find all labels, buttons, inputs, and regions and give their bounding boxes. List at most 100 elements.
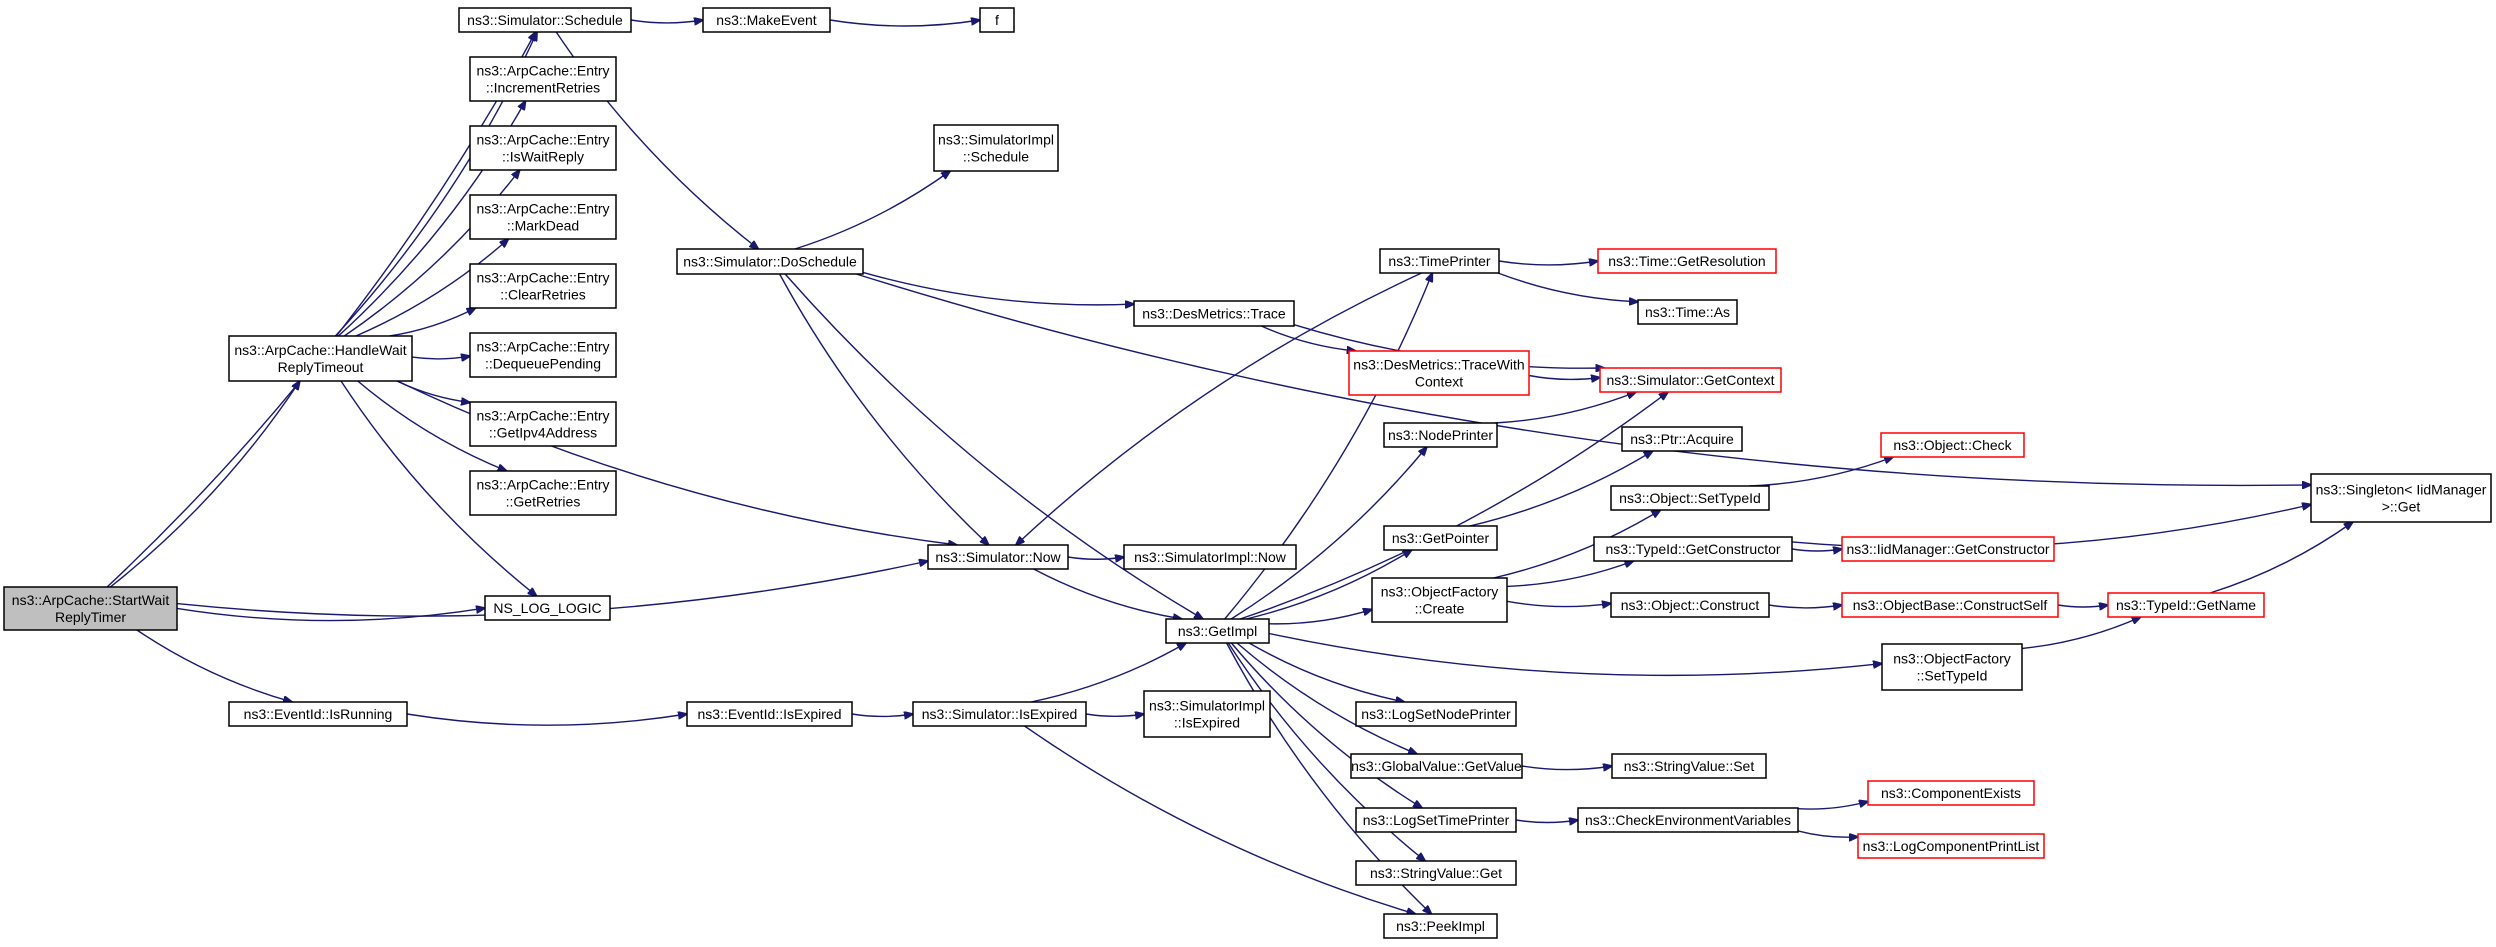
node-label: ::SetTypeId — [1917, 668, 1988, 684]
node-logcomponentprintlist[interactable]: ns3::LogComponentPrintList — [1857, 833, 2045, 859]
node-label: ns3::ArpCache::Entry — [476, 201, 609, 217]
node-nodeprinter[interactable]: ns3::NodePrinter — [1383, 422, 1498, 448]
node-label: ns3::GetImpl — [1178, 623, 1257, 639]
edge-timeprinter-to-simnow — [1016, 272, 1422, 545]
node-globalvalue[interactable]: ns3::GlobalValue::GetValue — [1350, 753, 1523, 779]
node-doschedule[interactable]: ns3::Simulator::DoSchedule — [676, 248, 864, 275]
edge-objfactorycreate-to-objconstruct — [1506, 601, 1611, 606]
node-label: f — [995, 12, 999, 28]
node-box — [1610, 592, 1770, 618]
node-box — [912, 701, 1087, 727]
node-objectcheck[interactable]: ns3::Object::Check — [1880, 432, 2025, 458]
node-objfactorysettypeid[interactable]: ns3::ObjectFactory::SetTypeId — [1881, 643, 2023, 691]
node-stringvalueset[interactable]: ns3::StringValue::Set — [1611, 753, 1767, 779]
node-schedule[interactable]: ns3::Simulator::Schedule — [458, 7, 632, 33]
node-label: ns3::ComponentExists — [1881, 785, 2021, 801]
node-box — [1355, 701, 1517, 727]
node-label: ns3::Time::As — [1645, 304, 1730, 320]
node-label: ::ClearRetries — [500, 287, 586, 303]
edge-getimpl-to-getpointer — [1246, 550, 1411, 620]
edge-logsettimeprinter-to-checkenv — [1515, 820, 1578, 823]
node-label: ::DequeuePending — [485, 356, 601, 372]
node-getipv4[interactable]: ns3::ArpCache::Entry::GetIpv4Address — [469, 401, 617, 447]
node-label: ns3::MakeEvent — [716, 12, 816, 28]
node-getresolution[interactable]: ns3::Time::GetResolution — [1597, 248, 1777, 274]
node-settypeid[interactable]: ns3::Object::SetTypeId — [1610, 485, 1770, 511]
edge-simisexpired-to-peekimpl — [1024, 725, 1416, 914]
node-getcontext[interactable]: ns3::Simulator::GetContext — [1599, 367, 1782, 393]
node-componentexists[interactable]: ns3::ComponentExists — [1867, 780, 2035, 806]
node-simimplisexpired[interactable]: ns3::SimulatorImpl::IsExpired — [1143, 690, 1271, 738]
node-timeprinter[interactable]: ns3::TimePrinter — [1379, 248, 1500, 274]
node-eventidrunning[interactable]: ns3::EventId::IsRunning — [228, 701, 408, 727]
node-objconstruct[interactable]: ns3::Object::Construct — [1610, 592, 1770, 618]
node-label: ns3::ArpCache::Entry — [476, 270, 609, 286]
node-getretries[interactable]: ns3::ArpCache::Entry::GetRetries — [469, 470, 617, 516]
edge-doschedule-to-simimplschedule — [794, 171, 950, 250]
edge-simisexpired-to-getimpl — [1030, 643, 1186, 703]
node-label: ns3::Simulator::Schedule — [467, 12, 623, 28]
edge-handlewait-to-dequeue — [411, 356, 470, 359]
node-peekimpl[interactable]: ns3::PeekImpl — [1383, 913, 1498, 939]
node-label: ns3::ArpCache::StartWait — [12, 592, 170, 608]
node-f[interactable]: f — [979, 7, 1015, 33]
edge-handlewait-to-markdead — [355, 239, 509, 337]
node-simimplschedule[interactable]: ns3::SimulatorImpl::Schedule — [933, 124, 1059, 172]
edge-getimpl-to-logsetnodeprinter — [1248, 642, 1404, 702]
node-getpointer[interactable]: ns3::GetPointer — [1383, 525, 1498, 551]
node-simisexpired[interactable]: ns3::Simulator::IsExpired — [912, 701, 1087, 727]
node-label: ns3::Simulator::DoSchedule — [683, 254, 857, 270]
node-simimplnow[interactable]: ns3::SimulatorImpl::Now — [1123, 544, 1297, 570]
node-logsetnodeprinter[interactable]: ns3::LogSetNodePrinter — [1355, 701, 1517, 727]
node-box — [1355, 807, 1517, 833]
node-checkenv[interactable]: ns3::CheckEnvironmentVariables — [1577, 807, 1799, 833]
node-label: ns3::LogSetNodePrinter — [1361, 706, 1511, 722]
node-box — [1880, 432, 2025, 458]
node-box — [1371, 577, 1508, 623]
node-label: ns3::DesMetrics::Trace — [1142, 306, 1286, 322]
node-typeidgetname[interactable]: ns3::TypeId::GetName — [2107, 592, 2265, 618]
edge-doschedule-to-simnow — [778, 273, 989, 545]
edge-objfactorycreate-to-settypeid — [1493, 510, 1661, 579]
node-box — [1383, 913, 1498, 939]
node-constructself[interactable]: ns3::ObjectBase::ConstructSelf — [1841, 592, 2059, 618]
node-label: ns3::NodePrinter — [1388, 427, 1493, 443]
node-label: ::Schedule — [963, 149, 1029, 165]
node-label: ns3::ArpCache::Entry — [476, 477, 609, 493]
node-logsettimeprinter[interactable]: ns3::LogSetTimePrinter — [1355, 807, 1517, 833]
node-iidgetconstructor[interactable]: ns3::IidManager::GetConstructor — [1841, 536, 2055, 562]
node-getconstructor[interactable]: ns3::TypeId::GetConstructor — [1593, 536, 1793, 562]
node-eventidexpired[interactable]: ns3::EventId::IsExpired — [686, 701, 853, 727]
node-label: ns3::ArpCache::Entry — [476, 63, 609, 79]
node-label: ::GetRetries — [506, 494, 581, 510]
node-box — [1355, 860, 1517, 886]
node-clearretries[interactable]: ns3::ArpCache::Entry::ClearRetries — [469, 263, 617, 309]
node-box — [1597, 248, 1777, 274]
node-stringvalueget[interactable]: ns3::StringValue::Get — [1355, 860, 1517, 886]
node-dequeue[interactable]: ns3::ArpCache::Entry::DequeuePending — [469, 332, 617, 378]
node-markdead[interactable]: ns3::ArpCache::Entry::MarkDead — [469, 194, 617, 240]
node-box — [1599, 367, 1782, 393]
node-getimpl[interactable]: ns3::GetImpl — [1165, 618, 1270, 644]
node-singleton[interactable]: ns3::Singleton< IidManager>::Get — [2310, 473, 2492, 523]
node-desmetricstrace[interactable]: ns3::DesMetrics::Trace — [1133, 300, 1295, 327]
node-box — [469, 470, 617, 516]
node-box — [1383, 422, 1498, 448]
edge-getpointer-to-ptracquire — [1469, 451, 1653, 527]
node-nslog[interactable]: NS_LOG_LOGIC — [484, 595, 611, 621]
node-simnow[interactable]: ns3::Simulator::Now — [927, 544, 1069, 570]
node-makeevent[interactable]: ns3::MakeEvent — [702, 7, 831, 33]
edge-constructself-to-typeidgetname — [2057, 605, 2108, 607]
node-timeas[interactable]: ns3::Time::As — [1637, 299, 1738, 325]
edge-getimpl-to-getcontext — [1239, 392, 1668, 620]
node-box — [1621, 426, 1743, 452]
node-incretries[interactable]: ns3::ArpCache::Entry::IncrementRetries — [469, 56, 617, 102]
node-ptracquire[interactable]: ns3::Ptr::Acquire — [1621, 426, 1743, 452]
node-objfactorycreate[interactable]: ns3::ObjectFactory::Create — [1371, 577, 1508, 623]
node-label: ns3::EventId::IsRunning — [244, 706, 393, 722]
node-iswaitreply[interactable]: ns3::ArpCache::Entry::IsWaitReply — [469, 125, 617, 171]
